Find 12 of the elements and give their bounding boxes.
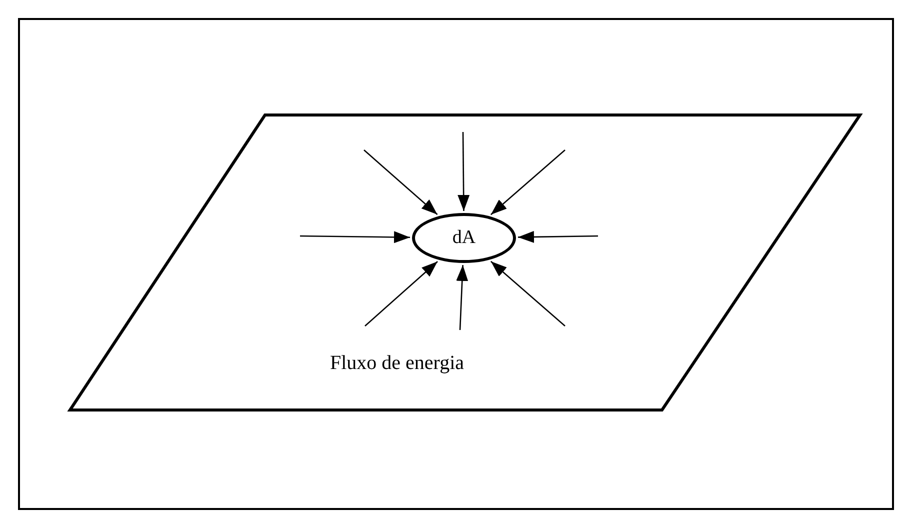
flux-arrow: [490, 260, 566, 326]
flux-arrow: [518, 230, 598, 243]
flux-arrow: [490, 150, 566, 216]
area-element-ellipse: [412, 213, 516, 263]
plane-surface: [68, 113, 862, 412]
flux-label: Fluxo de energia: [330, 352, 464, 375]
flux-arrow: [300, 231, 410, 244]
flux-arrow: [364, 261, 438, 326]
flux-arrow: [456, 264, 468, 330]
area-label: dA: [452, 227, 476, 249]
flux-arrow: [458, 132, 470, 211]
flux-arrow: [364, 150, 438, 216]
